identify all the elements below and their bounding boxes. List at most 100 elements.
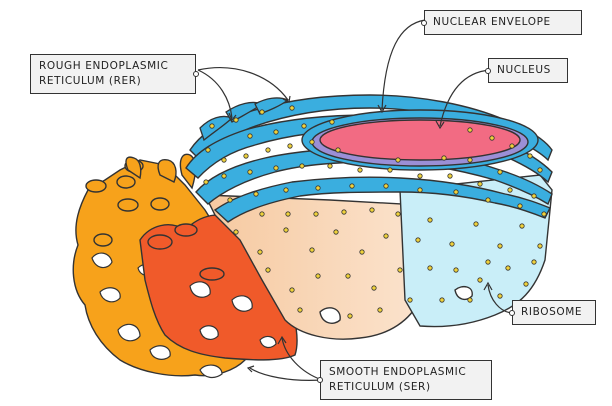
ribosome-dot [257,249,263,255]
ribosome-dot [531,193,537,199]
ribosome-dot [265,147,271,153]
ribosome-dot [371,285,377,291]
ribosome-dot [205,147,211,153]
ribosome-dot [313,211,319,217]
label-nucleus: NUCLEUS [485,58,568,83]
ribosome-dot [477,277,483,283]
ser-orange-tubes [125,153,197,190]
ribosome-dot [233,229,239,235]
ribosome-dot [259,109,265,115]
ribosome-dot [497,293,503,299]
ribosome-dot [427,217,433,223]
leader-lines [197,19,513,381]
ribosome-dot [265,267,271,273]
ribosome-dot [537,243,543,249]
tag-hole [317,377,323,383]
ribosome-dot [397,267,403,273]
ribosome-dot [247,133,253,139]
ribosome-dot [453,189,459,195]
tag-hole [193,71,199,77]
ribosome-dot [497,243,503,249]
ribosome-dot [357,167,363,173]
ribosome-dot [417,187,423,193]
ribosome-dot [467,297,473,303]
ribosome-dot [349,183,355,189]
ribosome-label: RIBOSOME [521,306,583,318]
ribosome-dot [247,169,253,175]
ribosome-dot [285,211,291,217]
ribosome-dot [221,157,227,163]
ribosome-dot [273,165,279,171]
ribosome-dot [329,119,335,125]
ribosome-dot [299,163,305,169]
ribosome-dot [473,221,479,227]
ribosome-dot [467,157,473,163]
nucleus-shape [301,109,539,171]
ribosome-dot [541,211,547,217]
ribosome-dot [485,197,491,203]
ribosome-dot [283,187,289,193]
ribosome-dot [345,273,351,279]
label-smooth-er: SMOOTH ENDOPLASMIC RETICULUM (SER) [317,360,492,400]
ribosome-dot [287,143,293,149]
ribosome-dot [359,249,365,255]
ribosome-dot [509,143,515,149]
ribosome-dot [387,167,393,173]
ribosome-dot [369,207,375,213]
ribosome-dot [221,173,227,179]
ribosome-dot [383,233,389,239]
ribosome-dot [523,281,529,287]
nucleus-label: NUCLEUS [497,64,551,76]
ribosome-dot [477,181,483,187]
label-ribosome: RIBOSOME [509,300,596,325]
ribosome-dot [333,229,339,235]
ribosome-dot [395,211,401,217]
ribosome-dot [383,183,389,189]
ribosome-dot [395,157,401,163]
ribosome-dot [233,117,239,123]
ribosome-dot [347,313,353,319]
ribosome-dot [335,147,341,153]
ribosome-dot [209,123,215,129]
ribosome-dot [377,307,383,313]
ribosome-dot [519,223,525,229]
ser-label-line2: RETICULUM (SER) [329,381,431,393]
ribosome-dot [341,209,347,215]
ribosome-dot [407,297,413,303]
ribosome-dot [417,173,423,179]
ribosome-dot [485,259,491,265]
ribosome-dot [203,179,209,185]
label-nuclear-envelope: NUCLEAR ENVELOPE [421,10,582,35]
ribosome-dot [517,203,523,209]
ribosome-dot [273,129,279,135]
ribosome-dot [259,211,265,217]
ribosome-dot [505,265,511,271]
ribosome-dot [315,273,321,279]
ribosome-dot [289,105,295,111]
rer-label-line2: RETICULUM (RER) [39,75,142,87]
ribosome-dot [527,153,533,159]
ribosome-dot [415,237,421,243]
ribosome-dot [253,191,259,197]
rer-lumen-block [399,174,553,328]
rer-label-line1: ROUGH ENDOPLASMIC [39,60,169,72]
ribosome-dot [507,187,513,193]
ribosome-dot [227,197,233,203]
ribosome-dot [441,155,447,161]
ribosome-dot [531,259,537,265]
nuclear-envelope-label: NUCLEAR ENVELOPE [433,16,551,28]
ribosome-dot [327,163,333,169]
ribosome-dot [309,247,315,253]
tag-hole [421,19,427,26]
ribosome-dot [467,127,473,133]
ribosome-dot [315,185,321,191]
ribosome-dot [447,173,453,179]
ribosome-dot [427,265,433,271]
label-rough-er: ROUGH ENDOPLASMIC RETICULUM (RER) [30,54,199,94]
ribosome-dot [309,139,315,145]
ribosome-dot [453,267,459,273]
ribosome-dot [439,297,445,303]
ribosome-dot [283,227,289,233]
ribosome-dots [203,105,547,319]
